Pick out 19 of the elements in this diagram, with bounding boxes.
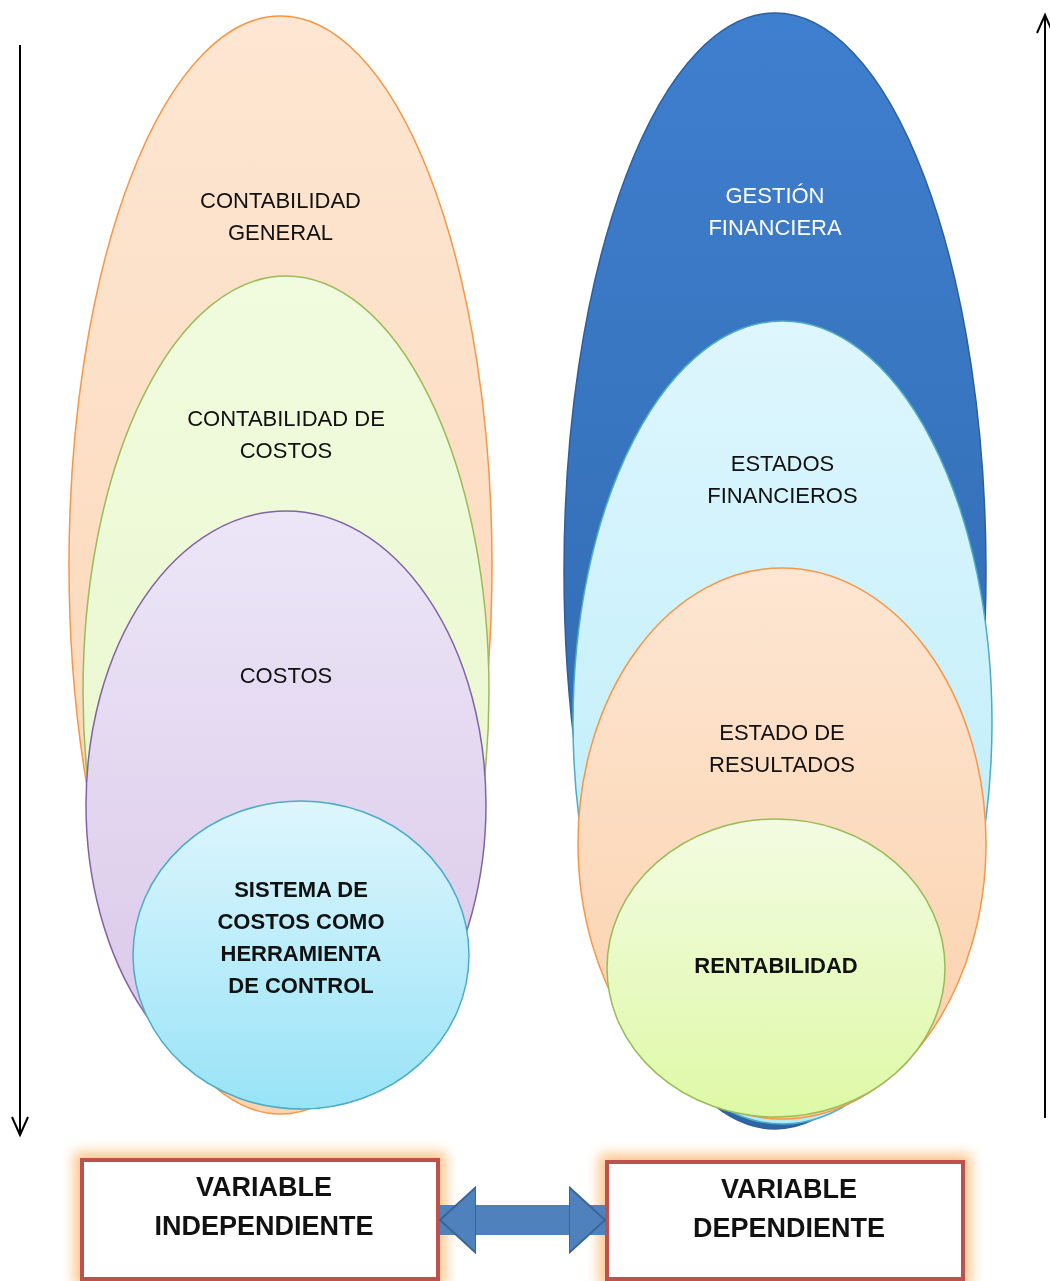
ellipse-label: ESTADOS FINANCIEROS	[706, 450, 859, 510]
double-arrow	[439, 1186, 606, 1254]
nested-ellipse	[577, 567, 987, 1120]
nested-ellipse	[572, 320, 993, 1125]
nested-ellipse	[606, 818, 946, 1118]
ellipse-label: CONTABILIDAD DE COSTOS	[186, 405, 386, 465]
ellipse-label: SISTEMA DE COSTOS COMO HERRAMIENTA DE CONTROL	[216, 876, 386, 1000]
ellipse-label: ESTADO DE RESULTADOS	[708, 719, 856, 779]
ellipse-label: CONTABILIDAD GENERAL	[199, 187, 362, 247]
nested-ellipse	[132, 800, 470, 1110]
ellipse-label: RENTABILIDAD	[694, 952, 858, 980]
box-label: VARIABLE DEPENDIENTE	[691, 1173, 886, 1245]
ellipse-label: GESTIÓN FINANCIERA	[707, 182, 843, 242]
variable-box	[605, 1160, 965, 1281]
ellipse-label: COSTOS	[239, 662, 333, 690]
box-label: VARIABLE INDEPENDIENTE	[153, 1171, 375, 1243]
nested-ellipse	[68, 15, 493, 1115]
variable-box	[80, 1158, 440, 1281]
nested-ellipse	[82, 275, 490, 1108]
